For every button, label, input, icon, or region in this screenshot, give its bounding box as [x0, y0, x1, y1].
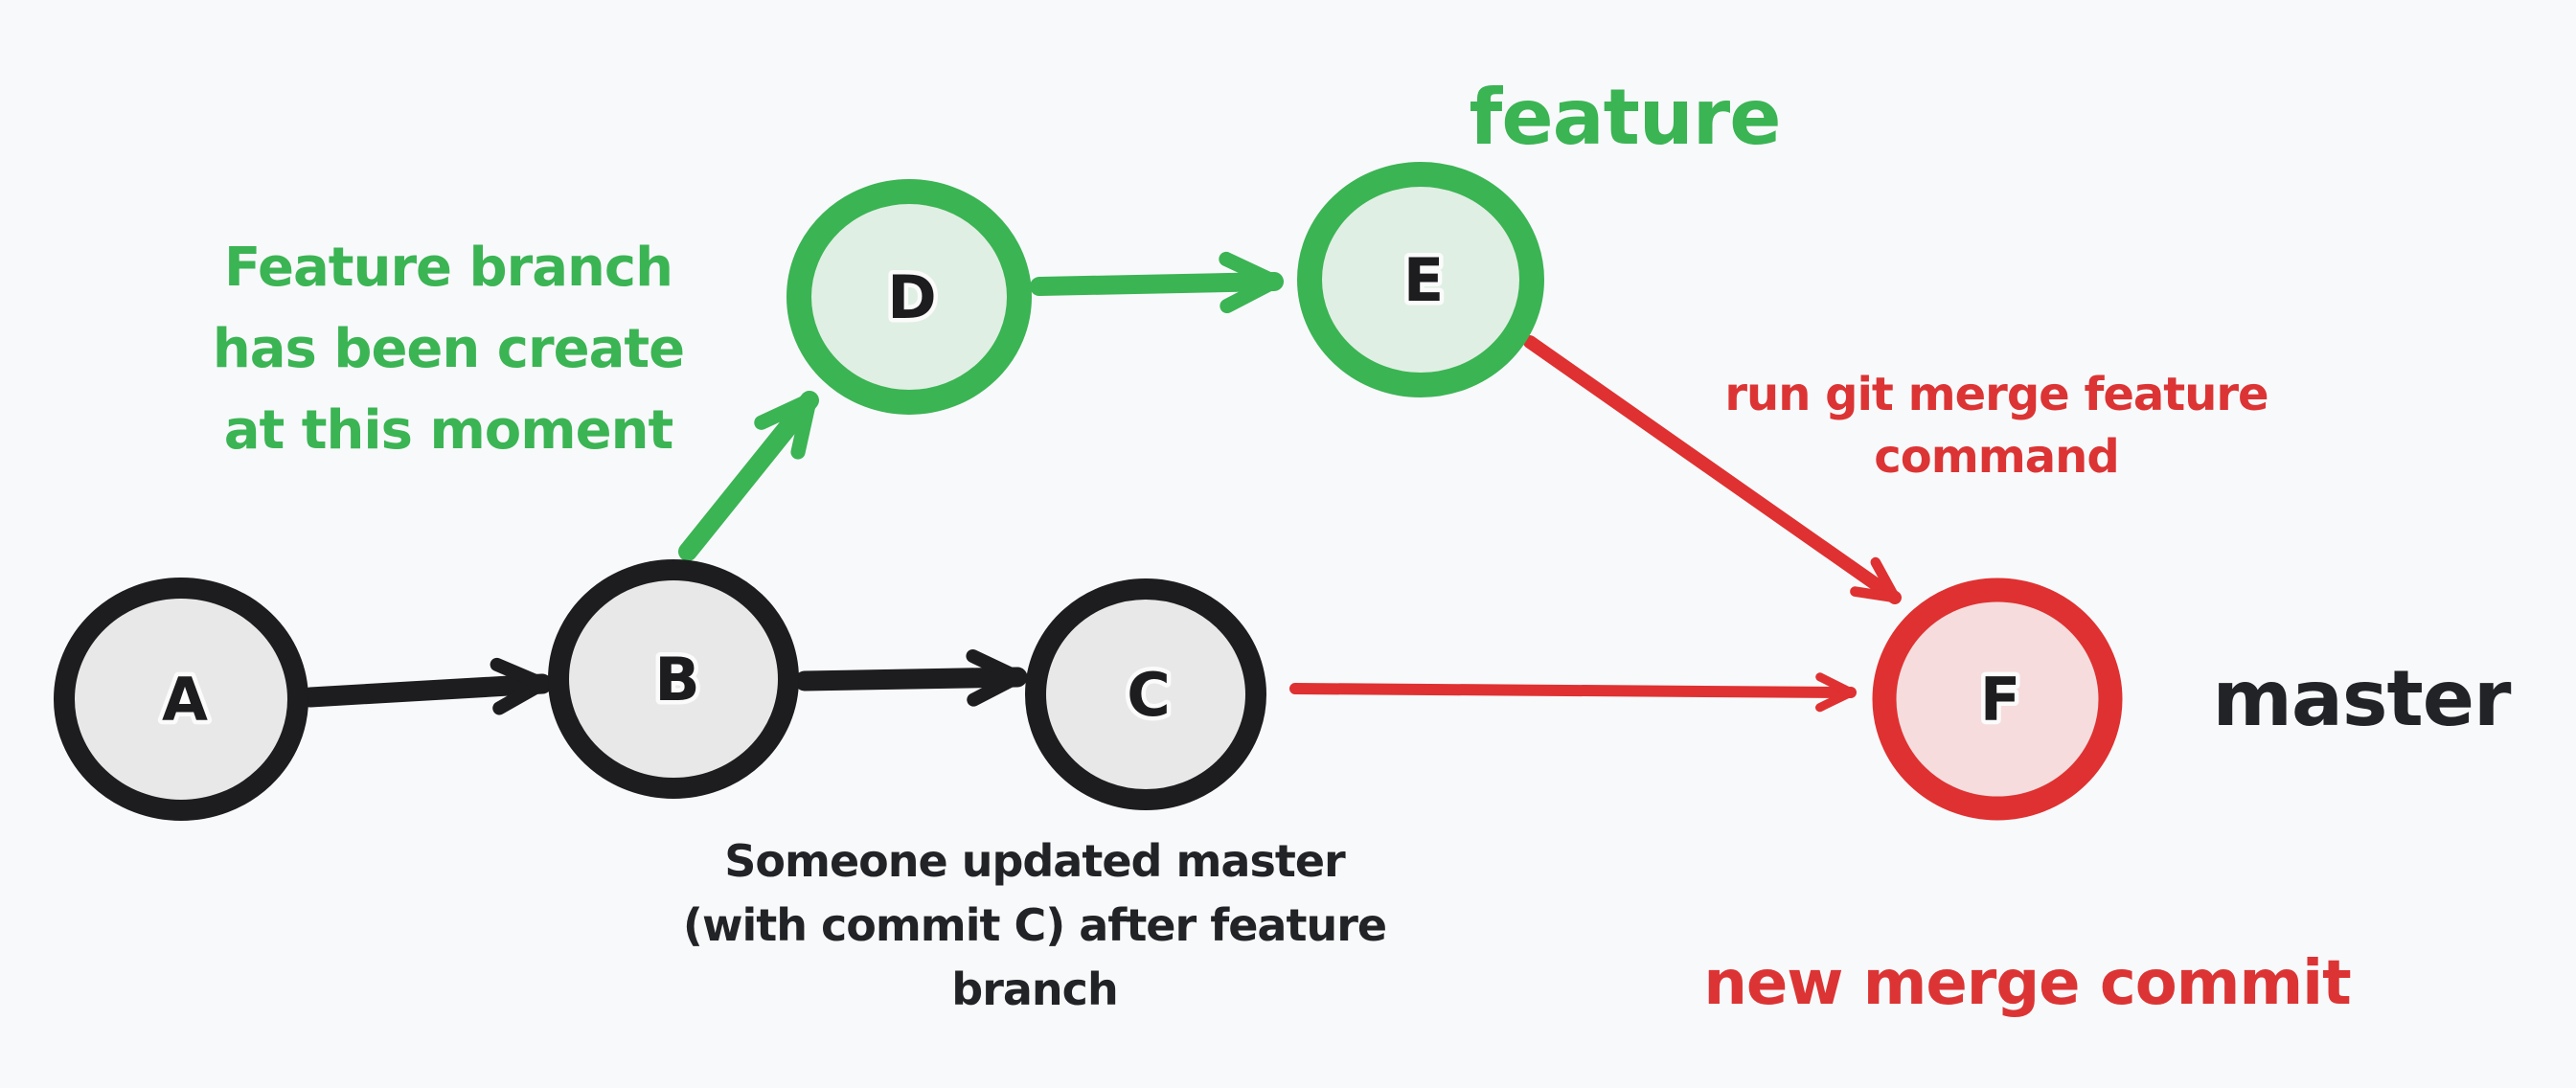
- annotation-feature-created-line-1: Feature branch: [224, 237, 672, 299]
- annotation-master-updated-line-2: (with commit C) after feature: [683, 899, 1386, 951]
- master-branch-label: master: [2213, 654, 2512, 743]
- annotation-new-merge-commit: new merge commit: [1703, 948, 2351, 1019]
- commit-node-e: [1297, 162, 1544, 397]
- commit-node-a: [54, 578, 308, 821]
- commit-node-c: [1025, 578, 1266, 810]
- commit-node-f-label: F: [1980, 665, 2020, 735]
- annotation-feature-created-line-2: has been create: [213, 318, 684, 380]
- edge-c-to-f-merge: [1289, 672, 1857, 713]
- edge-b-to-c: [794, 648, 1028, 707]
- commit-node-a-label: A: [162, 665, 208, 735]
- commit-node-b: [548, 559, 799, 799]
- edge-b-to-d: [678, 391, 819, 561]
- edge-d-to-e: [1030, 251, 1284, 314]
- commit-node-b-label: B: [654, 645, 699, 714]
- commit-node-d-label: D: [887, 262, 936, 332]
- annotation-feature-created-line-3: at this moment: [224, 399, 673, 462]
- annotation-merge-command-line-1: run git merge feature: [1724, 368, 2268, 421]
- commit-node-e-label: E: [1403, 245, 1444, 315]
- commit-node-d: [786, 179, 1032, 415]
- edge-e-to-f-merge: [1523, 335, 1902, 604]
- edge-a-to-b: [300, 657, 553, 715]
- commit-node-c-label: C: [1127, 660, 1171, 730]
- annotation-master-updated-line-1: Someone updated master: [724, 835, 1346, 887]
- annotation-master-updated-line-3: branch: [951, 963, 1117, 1015]
- annotation-merge-command-line-2: command: [1874, 430, 2118, 484]
- commit-node-f: [1872, 578, 2123, 821]
- feature-branch-label: feature: [1470, 73, 1781, 162]
